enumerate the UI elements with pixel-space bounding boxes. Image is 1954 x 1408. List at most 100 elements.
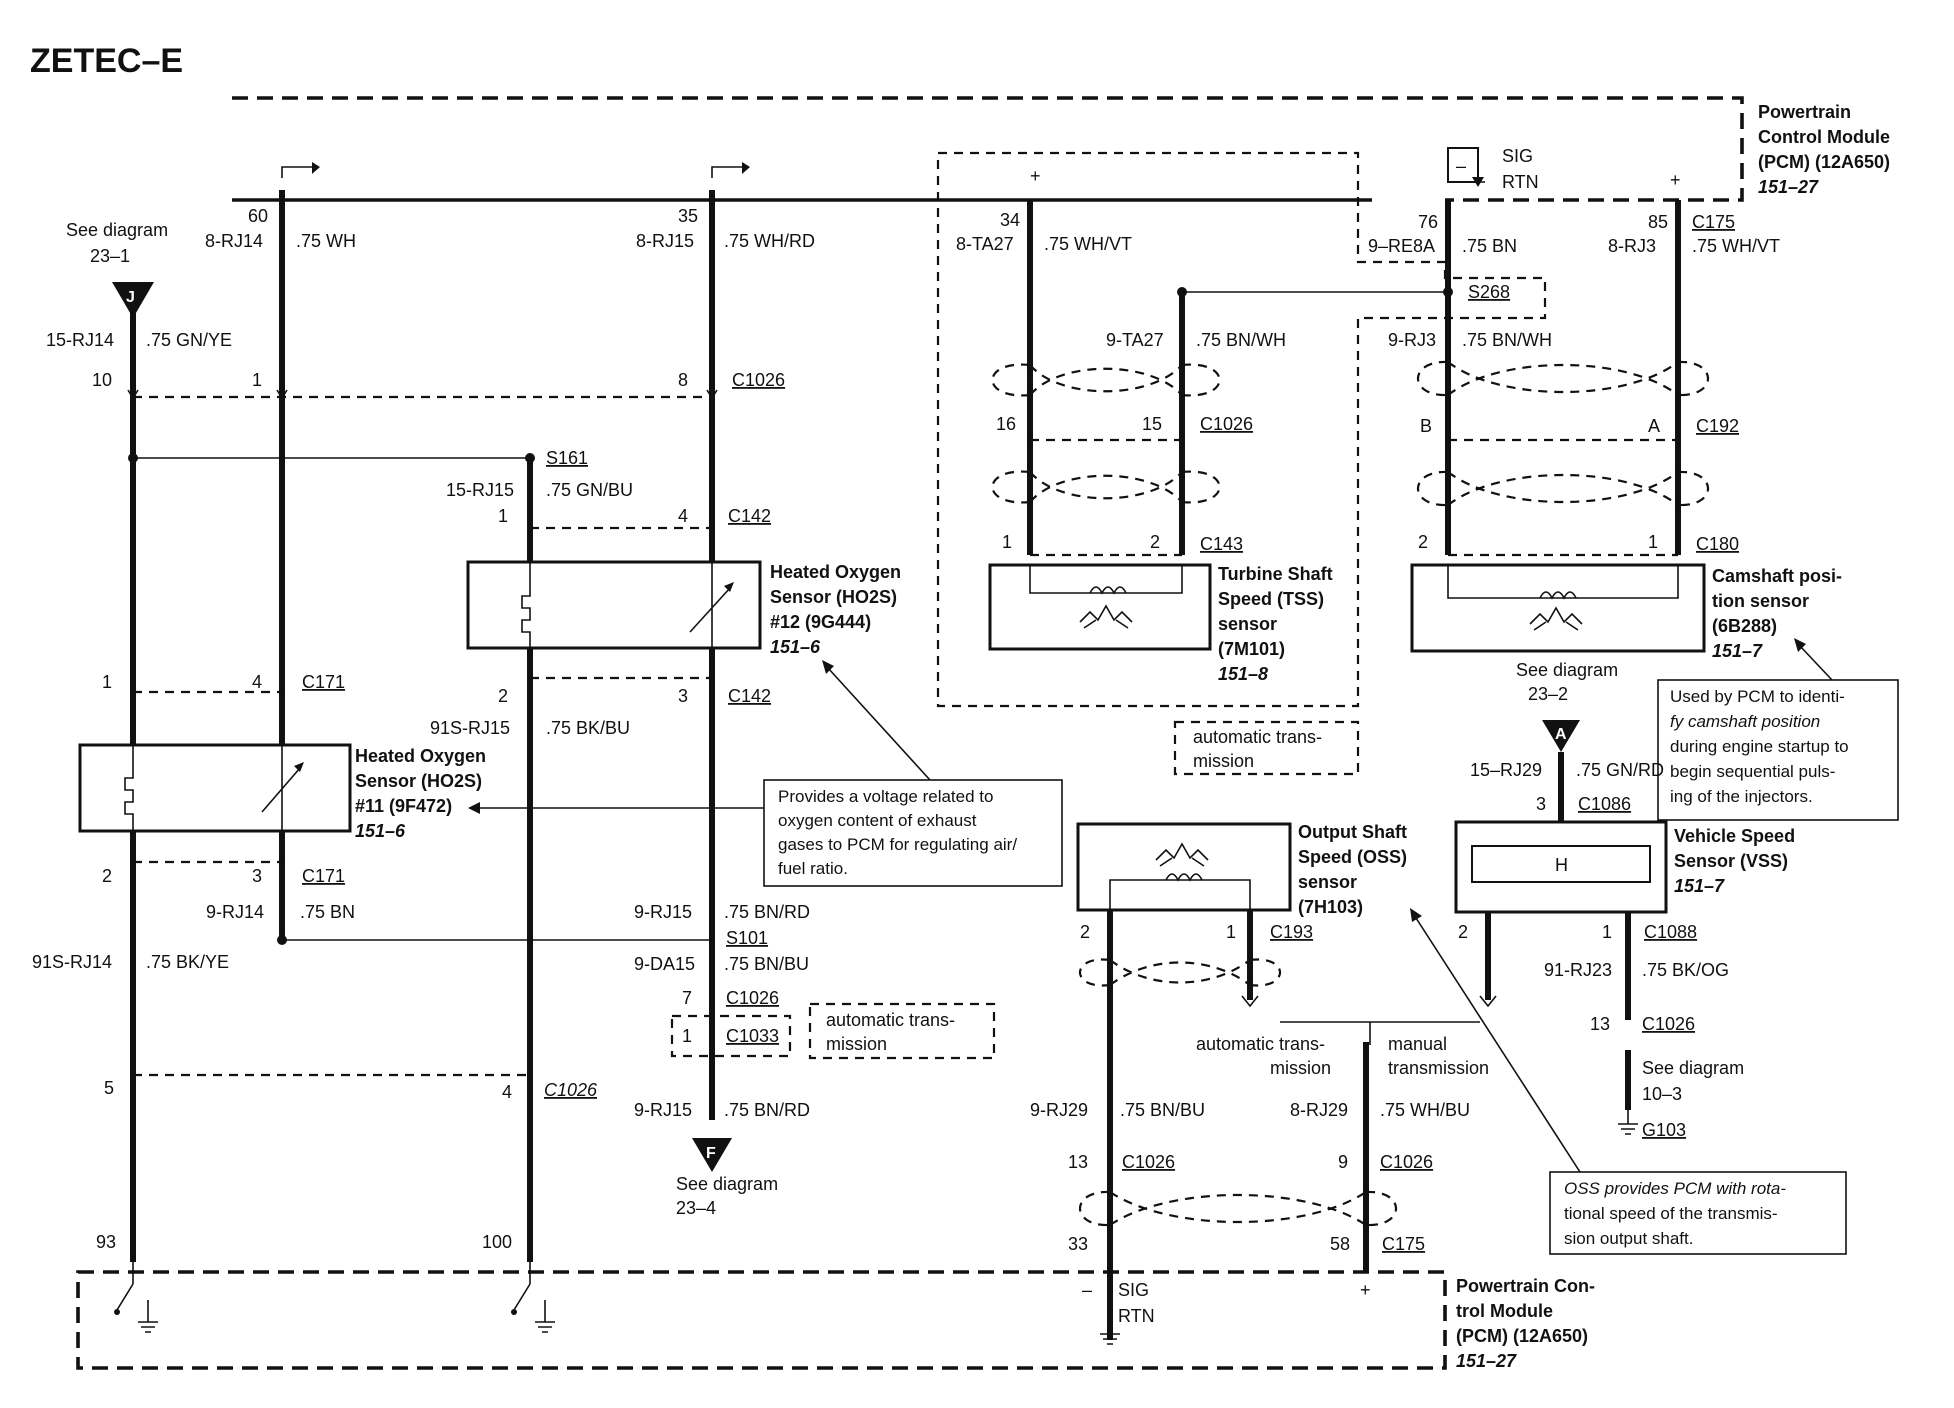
- tss-twist-2: [991, 470, 1221, 504]
- pin-15: 15: [1142, 414, 1162, 434]
- manual-trans-l2: transmission: [1388, 1058, 1489, 1078]
- auto-trans-choice-l1: automatic trans-: [1196, 1034, 1325, 1054]
- oss-label-4: (7H103): [1298, 897, 1363, 917]
- cmp-note-l3: during engine startup to: [1670, 737, 1849, 756]
- color-gnbu: .75 GN/BU: [546, 480, 633, 500]
- oss-pcm-ground: [1100, 1333, 1120, 1345]
- ho2s-note-l3: gases to PCM for regulating air/: [778, 835, 1017, 854]
- circuit-91s-rj14: 91S-RJ14: [32, 952, 112, 972]
- connector-c1026-a: C1026: [732, 370, 785, 390]
- circuit-8-rj3: 8-RJ3: [1608, 236, 1656, 256]
- pin-2-c143: 2: [1150, 532, 1160, 552]
- wire-35-flag-head: [742, 162, 750, 174]
- splice-s161: S161: [546, 448, 588, 468]
- color-bkbu: .75 BK/BU: [546, 718, 630, 738]
- pin-85: 85: [1648, 212, 1668, 232]
- pin-1-c1033: 1: [682, 1026, 692, 1046]
- tss-label-2: Speed (TSS): [1218, 589, 1324, 609]
- wire-35-flag: [711, 166, 748, 178]
- circuit-91s-rj15: 91S-RJ15: [430, 718, 510, 738]
- ho2s-11-label-1: Heated Oxygen: [355, 746, 486, 766]
- vss-label-2: Sensor (VSS): [1674, 851, 1788, 871]
- pcm-top-label-3: (PCM) (12A650): [1758, 152, 1890, 172]
- pcm-switch-right: [513, 1262, 555, 1333]
- pin-2-c180: 2: [1418, 532, 1428, 552]
- color-bn-1: .75 BN: [300, 902, 355, 922]
- oss-note-box: [1549, 1171, 1847, 1255]
- pin-2-c1088: 2: [1458, 922, 1468, 942]
- color-bkye: .75 BK/YE: [146, 952, 229, 972]
- cmp-note-arrowhead: [1794, 638, 1806, 652]
- color-gnye: .75 GN/YE: [146, 330, 232, 350]
- wire-60-flag-head: [312, 162, 320, 174]
- color-bnrd-b: .75 BN/RD: [724, 1100, 810, 1120]
- connector-c1026-g: C1026: [1380, 1152, 1433, 1172]
- connector-c1033: C1033: [726, 1026, 779, 1046]
- cmp-note-arrow: [1799, 645, 1833, 681]
- auto-trans-note-2-l1: automatic trans-: [826, 1010, 955, 1030]
- tss-gear-icon: [1079, 604, 1133, 629]
- oss-label-2: Speed (OSS): [1298, 847, 1407, 867]
- vss-ground-arrow: [1479, 995, 1497, 1008]
- pin-35: 35: [678, 206, 698, 226]
- cmp-label-4: 151–7: [1712, 641, 1763, 661]
- color-whvt-b: .75 WH/VT: [1692, 236, 1780, 256]
- color-bnbu-a: .75 BN/BU: [724, 954, 809, 974]
- ref-23-4: 23–4: [676, 1198, 716, 1218]
- pcm-bottom-label-1: Powertrain Con-: [1456, 1276, 1595, 1296]
- pcm-top-label-2: Control Module: [1758, 127, 1890, 147]
- color-bnwh-b: .75 BN/WH: [1462, 330, 1552, 350]
- connector-c175-b: C175: [1382, 1234, 1425, 1254]
- cmp-rtn: RTN: [1502, 172, 1539, 192]
- cmp-sensor: [1410, 563, 1706, 653]
- pin-1-c142: 1: [498, 506, 508, 526]
- color-whbu: .75 WH/BU: [1380, 1100, 1470, 1120]
- ho2s-12-sensor: [466, 560, 762, 650]
- pin-a: A: [1648, 416, 1660, 436]
- c1033-box: [670, 1014, 792, 1058]
- circuit-8-rj15: 8-RJ15: [636, 231, 694, 251]
- circuit-9-rj3: 9-RJ3: [1388, 330, 1436, 350]
- pin-2-c193: 2: [1080, 922, 1090, 942]
- connector-c1026-f: C1026: [1122, 1152, 1175, 1172]
- pin-34: 34: [1000, 210, 1020, 230]
- oss-coil: [1109, 873, 1251, 910]
- tss-label-1: Turbine Shaft: [1218, 564, 1333, 584]
- oss-note-arrow: [1415, 917, 1581, 1173]
- c1026-pin8-mark: [706, 389, 718, 400]
- oss-twist-2: [1079, 1190, 1397, 1227]
- ho2s-11-heater-symbol: [124, 745, 134, 831]
- splice-s101: S101: [726, 928, 768, 948]
- pin-13-c1026-oss: 13: [1068, 1152, 1088, 1172]
- cmp-note-l5: ing of the injectors.: [1670, 787, 1813, 806]
- auto-trans-note-1-l2: mission: [1193, 751, 1254, 771]
- pin-4-c142: 4: [678, 506, 688, 526]
- tss-coil: [1029, 565, 1183, 595]
- cmp-note-l1: Used by PCM to identi-: [1670, 687, 1845, 706]
- ground-g103: G103: [1642, 1120, 1686, 1140]
- cmp-label-3: (6B288): [1712, 616, 1777, 636]
- pin-8-c1026: 8: [678, 370, 688, 390]
- connector-c142-a: C142: [728, 506, 771, 526]
- auto-trans-note-box-2: [808, 1002, 996, 1060]
- see-diagram-j: See diagram: [66, 220, 168, 240]
- pcm-top-outline: [232, 96, 1744, 202]
- cmp-minus: –: [1456, 156, 1466, 176]
- oss-note-l1: OSS provides PCM with rota-: [1564, 1179, 1786, 1198]
- cmp-note-box: [1657, 679, 1899, 821]
- connector-c192: C192: [1696, 416, 1739, 436]
- see-diagram-a: See diagram: [1516, 660, 1618, 680]
- connector-c175-a: C175: [1692, 212, 1735, 232]
- vss-label-1: Vehicle Speed: [1674, 826, 1795, 846]
- connector-c193: C193: [1270, 922, 1313, 942]
- oss-note-l3: sion output shaft.: [1564, 1229, 1693, 1248]
- cmp-note-l2: fy camshaft position: [1670, 712, 1820, 731]
- pcm-switch-right-dot: [511, 1309, 517, 1315]
- connector-j: [112, 282, 154, 318]
- ho2s-note-arrowhead-12: [822, 660, 834, 674]
- connector-c1026-d: C1026: [1200, 414, 1253, 434]
- connector-j-label: J: [126, 289, 135, 306]
- auto-trans-note-box-1: [1173, 720, 1360, 776]
- connector-c180: C180: [1696, 534, 1739, 554]
